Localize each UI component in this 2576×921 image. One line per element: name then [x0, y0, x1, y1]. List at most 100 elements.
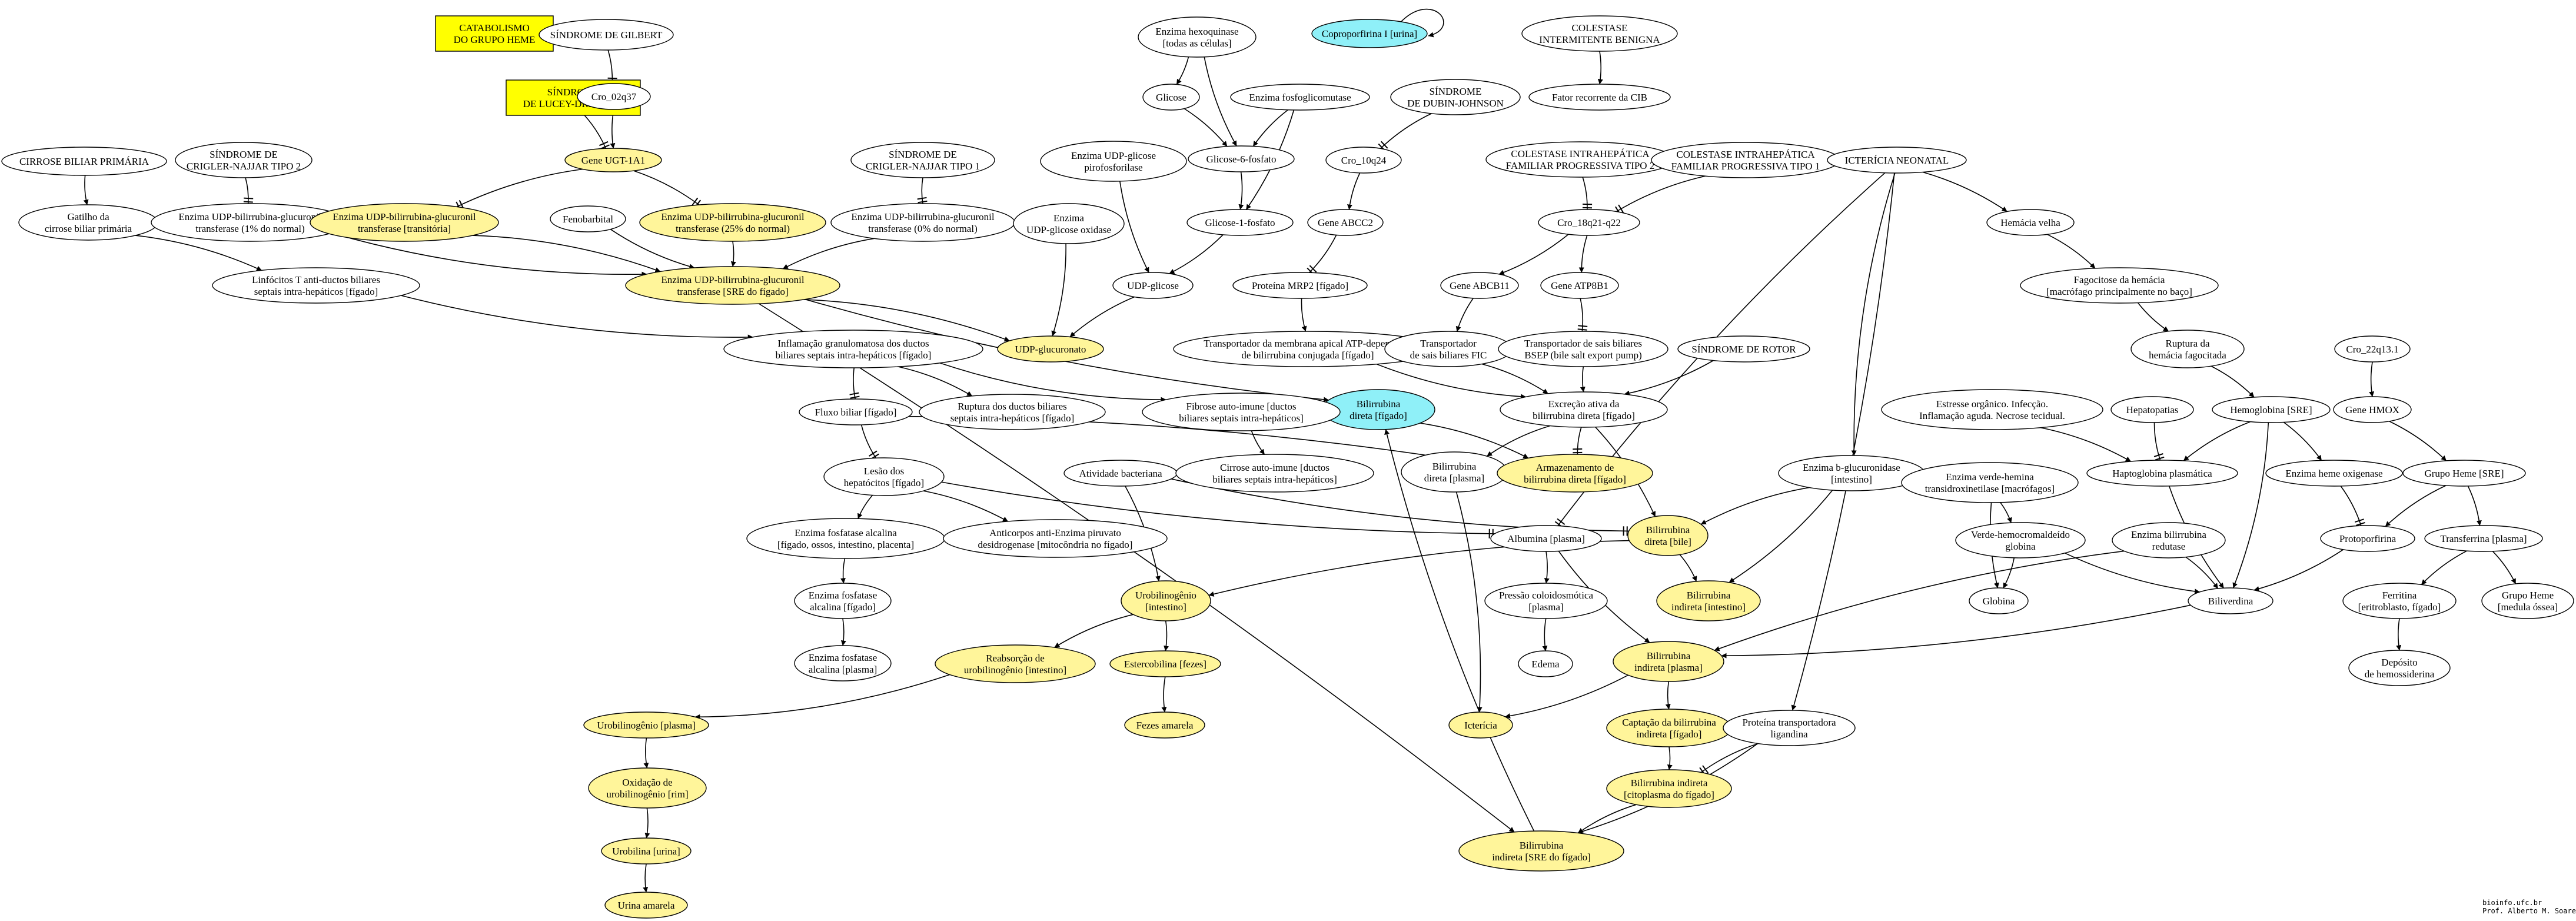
- node-label: transferase [SRE do fígado]: [677, 286, 788, 297]
- edge-line: [245, 177, 249, 204]
- node-label: Pressão coloidosmótica: [1499, 590, 1594, 601]
- node-label: Enzima fosfatase: [809, 652, 877, 663]
- edge-cro18-to-abcb11: [1498, 234, 1569, 275]
- edge-grupoheme-to-transferrina: [2467, 486, 2482, 526]
- edge-line: [2232, 422, 2269, 588]
- node-label: Anticorpos anti-Enzima piruvato: [989, 527, 1121, 538]
- node-ellipse: [1498, 331, 1668, 367]
- edge-line: [1700, 487, 1810, 525]
- node-ugttrans: Enzima UDP-bilirrubina-glucuroniltransfe…: [310, 203, 499, 242]
- node-haptoglobina: Haptoglobina plasmática: [2086, 460, 2238, 487]
- node-label: globina: [2006, 541, 2036, 552]
- node-label: Grupo Heme: [2502, 590, 2554, 601]
- edge-line: [939, 363, 1166, 403]
- edge-cn1-to-ugt0: [917, 177, 928, 204]
- node-ellipse: [1138, 16, 1257, 58]
- node-label: Haptoglobina plasmática: [2112, 468, 2212, 479]
- node-inflamacao: Inflamação granulomatosa dos ductosbilia…: [723, 330, 983, 368]
- node-ellipse: [583, 711, 709, 739]
- inhibition-bar: [1309, 265, 1317, 273]
- edge-inflamacao-to-fibrose: [939, 363, 1166, 403]
- edge-line: [1582, 177, 1588, 210]
- inhibition-bar: [2355, 521, 2365, 526]
- edge-line: [853, 367, 856, 400]
- edge-fosfalcfigado-to-fosfalcplasma: [840, 618, 846, 646]
- edge-line: [401, 295, 753, 340]
- inhibition-bar: [600, 144, 610, 149]
- edge-line: [1578, 235, 1588, 273]
- node-label: Enzima bilirrubina: [2131, 529, 2206, 540]
- node-ellipse: [1401, 451, 1508, 493]
- edge-line: [730, 241, 736, 267]
- edge-rotor-to-excrecao: [1624, 360, 1714, 396]
- edge-icterneo-to-ligandina: [1791, 172, 1895, 711]
- node-label: ligandina: [1770, 729, 1808, 740]
- node-ellipse: [1901, 462, 2079, 503]
- edge-estercobilina-to-fezes: [1161, 676, 1167, 713]
- node-label: UDP-glicose: [1127, 280, 1179, 291]
- node-ellipse: [2342, 583, 2457, 619]
- edge-colben-to-fatorcib: [1597, 51, 1603, 85]
- node-label: Enzima b-glucuronidase: [1803, 462, 1900, 473]
- node-udpglicose: UDP-glicose: [1112, 272, 1194, 299]
- node-label: Enzima verde-hemina: [1946, 471, 2034, 483]
- node-label: CIRROSE BILIAR PRIMÁRIA: [19, 156, 149, 167]
- node-ellipse: [1969, 587, 2029, 614]
- edge-lesao-to-anticorpos: [923, 490, 1008, 522]
- credit-site: bioinfo.ufc.br: [2482, 899, 2542, 907]
- node-label: Bilirrubina: [1646, 524, 1690, 536]
- node-label: Fenobarbital: [563, 214, 613, 225]
- node-urobilinogenio: Urobilinogênio[intestino]: [1121, 580, 1211, 621]
- node-ellipse: [1651, 142, 1840, 178]
- edge-abcb11-to-fic: [1455, 298, 1474, 332]
- edge-line: [1384, 429, 1535, 832]
- node-ellipse: [997, 335, 1104, 363]
- edge-udpox-to-udpglucuronato: [1051, 243, 1066, 337]
- edge-line: [898, 366, 973, 397]
- node-mrp2: Proteína MRP2 [fígado]: [1232, 272, 1368, 299]
- inhibition-bar: [1380, 141, 1388, 149]
- inhibition-bar: [2153, 453, 2163, 457]
- edge-urobplasma-to-oxidacao: [643, 737, 649, 769]
- edge-line: [1679, 554, 1697, 582]
- inhibition-bar: [1702, 765, 1709, 774]
- node-label: Cro_10q24: [1341, 155, 1387, 166]
- node-label: Cirrose auto-imune [ductos: [1220, 462, 1329, 473]
- node-urina: Urina amarela: [604, 892, 688, 919]
- edge-estresse-to-haptoglobina: [2040, 427, 2131, 462]
- node-label: biliares septais intra-hepáticos [fígado…: [776, 350, 932, 361]
- edge-line: [2137, 302, 2169, 332]
- node-ellipse: [2110, 396, 2194, 423]
- edge-hemeoxig-to-protoporfirina: [2340, 486, 2365, 526]
- node-label: desidrogenase [mitocôndria no fígado]: [978, 539, 1133, 550]
- node-atividade: Atividade bacteriana: [1063, 460, 1178, 487]
- node-label: Enzima UDP-bilirrubina-glucuronil: [661, 211, 804, 222]
- edge-biliindsre-to-bilidirfig: [1384, 429, 1535, 832]
- node-hbsre: Hemoglobina [SRE]: [2212, 396, 2331, 423]
- node-label: Biliverdina: [2208, 596, 2253, 607]
- node-fosfoglico: Enzima fosfoglicomutase: [1230, 84, 1370, 111]
- edge-line: [1481, 363, 1548, 394]
- node-label: Gene ABCB11: [1450, 280, 1510, 291]
- edge-biliindplasma-to-ictericia: [1505, 674, 1628, 719]
- edge-line: [1624, 360, 1714, 396]
- edge-hbsre-to-biliverdina: [2232, 422, 2269, 588]
- edge-cro22-to-hmox: [2369, 361, 2375, 397]
- node-label: bilirrubina direta [fígado]: [1524, 474, 1626, 485]
- node-ferritina: Ferritina[eritroblasto, fígado]: [2342, 583, 2457, 619]
- node-label: [eritroblasto, fígado]: [2358, 601, 2441, 613]
- inhibition-bar: [850, 395, 860, 399]
- node-label: Cro_02q37: [591, 91, 637, 102]
- node-label: SÍNDROME DE: [210, 149, 278, 160]
- inhibition-bar: [869, 450, 877, 457]
- edge-gilbert-to-cro2q37: [607, 49, 617, 84]
- edge-lesao-to-fosfalcfig: [857, 494, 873, 519]
- node-label: Enzima UDP-bilirrubina-glucuronil: [851, 211, 994, 222]
- edge-line: [633, 170, 700, 205]
- node-ellipse: [1528, 84, 1671, 111]
